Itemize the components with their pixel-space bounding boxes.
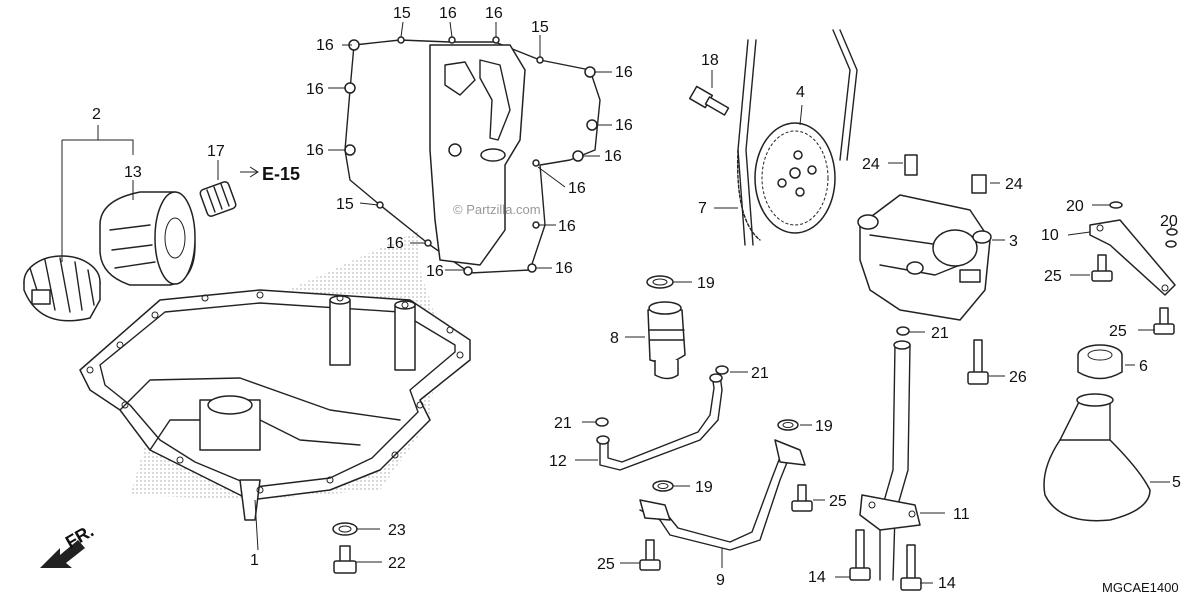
callout-6: 6 bbox=[1139, 358, 1148, 375]
callout-15-top: 15 bbox=[393, 5, 411, 22]
callout-3: 3 bbox=[1009, 233, 1018, 250]
oil-pipe-part-9 bbox=[639, 439, 806, 551]
callout-10: 10 bbox=[1041, 227, 1059, 244]
oil-pipe-part-12 bbox=[596, 373, 723, 471]
cover-bolt-markers bbox=[344, 36, 598, 276]
watermark: © Partzilla.com bbox=[453, 202, 541, 217]
callout-26: 26 bbox=[1009, 369, 1027, 386]
callout-25-c: 25 bbox=[829, 493, 847, 510]
callout-21-c: 21 bbox=[554, 415, 572, 432]
callout-13: 13 bbox=[124, 164, 142, 181]
oil-pump-sprocket-part-4 bbox=[754, 122, 836, 234]
callout-16-h: 16 bbox=[604, 148, 622, 165]
callout-16-d: 16 bbox=[306, 81, 324, 98]
front-direction-arrow: FR. bbox=[40, 521, 97, 568]
strainer-seal-part-6 bbox=[1077, 344, 1123, 380]
callout-18: 18 bbox=[701, 52, 719, 69]
callout-15-left: 15 bbox=[336, 196, 354, 213]
oil-pump-part-3 bbox=[857, 154, 992, 321]
drawing-code: MGCAE1400 bbox=[1102, 580, 1179, 595]
callout-24-right: 24 bbox=[1005, 176, 1023, 193]
oil-filter-bolt-part-17 bbox=[199, 181, 237, 217]
callout-2: 2 bbox=[92, 106, 101, 123]
callout-16-k: 16 bbox=[386, 235, 404, 252]
callout-16-m: 16 bbox=[555, 260, 573, 277]
callout-11: 11 bbox=[953, 506, 970, 523]
callout-8: 8 bbox=[610, 330, 619, 347]
callout-4: 4 bbox=[796, 84, 805, 101]
bolt-part-18 bbox=[688, 85, 730, 116]
callout-15-right: 15 bbox=[531, 19, 549, 36]
callout-21-b: 21 bbox=[751, 365, 769, 382]
callout-16-a: 16 bbox=[316, 37, 334, 54]
callout-25-b: 25 bbox=[1109, 323, 1127, 340]
callout-1: 1 bbox=[250, 552, 259, 569]
callout-20-left: 20 bbox=[1066, 198, 1084, 215]
oil-filter-assembly-part-2 bbox=[23, 255, 101, 322]
callout-5: 5 bbox=[1172, 474, 1181, 491]
callout-17: 17 bbox=[207, 143, 225, 160]
callout-9: 9 bbox=[716, 572, 725, 589]
callout-16-i: 16 bbox=[568, 180, 586, 197]
callout-21-a: 21 bbox=[931, 325, 949, 342]
callout-20-right: 20 bbox=[1160, 213, 1178, 230]
oil-filter-element-part-13 bbox=[99, 191, 196, 286]
callout-12: 12 bbox=[549, 453, 567, 470]
callout-numbers: 1 2 3 4 5 6 7 8 9 10 11 12 13 14 14 15 1… bbox=[92, 5, 1181, 592]
direction-label: FR. bbox=[62, 521, 97, 553]
oil-pump-drive-chain-part-7 bbox=[736, 29, 858, 246]
crankcase-cover-gasket bbox=[344, 39, 601, 274]
leader-lines bbox=[61, 21, 1173, 584]
callout-19-b: 19 bbox=[815, 418, 833, 435]
callout-16-l: 16 bbox=[426, 263, 444, 280]
callout-23: 23 bbox=[388, 522, 406, 539]
callout-19-a: 19 bbox=[697, 275, 715, 292]
callout-14-right: 14 bbox=[938, 575, 956, 592]
small-hardware bbox=[332, 201, 1178, 591]
callout-24-left: 24 bbox=[862, 156, 880, 173]
callout-22: 22 bbox=[388, 555, 406, 572]
oil-pan-part-1 bbox=[79, 230, 471, 521]
oil-strainer-part-5 bbox=[1043, 393, 1151, 522]
callout-16-f: 16 bbox=[615, 64, 633, 81]
callout-14-left: 14 bbox=[808, 569, 826, 586]
baffle-plate-part-10 bbox=[1089, 219, 1176, 296]
callout-7: 7 bbox=[698, 200, 707, 217]
callout-25-d: 25 bbox=[597, 556, 615, 573]
callout-16-b: 16 bbox=[439, 5, 457, 22]
oil-strainer-pipe-part-11 bbox=[859, 340, 921, 581]
reference-label: E-15 bbox=[262, 164, 300, 184]
callout-16-j: 16 bbox=[558, 218, 576, 235]
callout-16-e: 16 bbox=[306, 142, 324, 159]
callout-16-g: 16 bbox=[615, 117, 633, 134]
callout-16-c: 16 bbox=[485, 5, 503, 22]
callout-25-a: 25 bbox=[1044, 268, 1062, 285]
oil-pressure-switch-part-8 bbox=[647, 301, 686, 380]
callout-19-c: 19 bbox=[695, 479, 713, 496]
